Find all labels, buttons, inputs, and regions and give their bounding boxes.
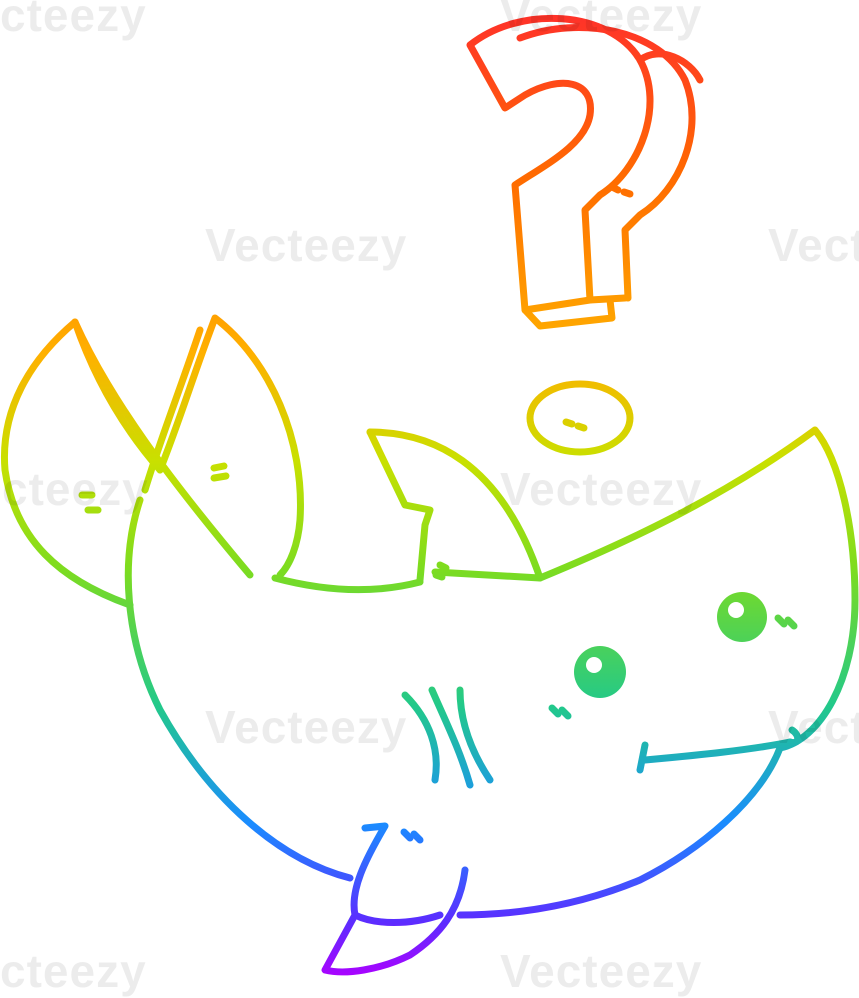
- shark-tail: [0, 314, 304, 609]
- watermark-text: cteezy: [0, 0, 147, 41]
- watermark-text: Vecteezy: [205, 219, 408, 271]
- shark-mouth: [636, 726, 802, 774]
- shark-eyes: [548, 592, 798, 720]
- shark-body: [124, 426, 859, 919]
- watermark-text: Vecteezy: [500, 0, 703, 41]
- watermark-text: Vecte: [768, 219, 859, 271]
- shark-dorsal-fin: [366, 428, 544, 584]
- shark-pectoral-fin: [321, 822, 469, 976]
- question-mark-icon: [466, 14, 704, 456]
- watermark-text: Vecteezy: [500, 945, 703, 997]
- watermark-text: Vecteezy: [500, 463, 703, 515]
- watermark-text: Vecteezy: [205, 701, 408, 753]
- watermark-text: cteezy: [2, 463, 149, 515]
- watermark-text: Vecte: [768, 701, 859, 753]
- watermark-text: cteezy: [0, 945, 147, 997]
